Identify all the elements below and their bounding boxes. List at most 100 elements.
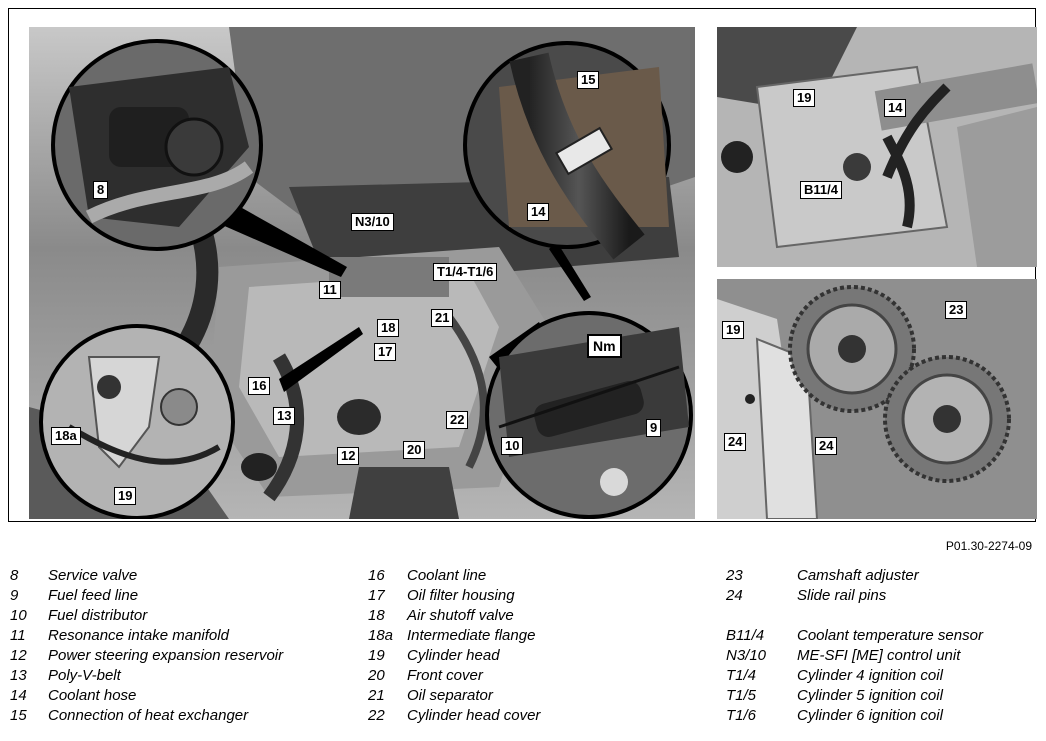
- legend-number: 22: [368, 707, 385, 724]
- legend-column-2: 16 Coolant line 17 Oil filter housing 18 Ai…: [368, 566, 708, 726]
- coolant-sensor-illustration: [717, 27, 1037, 267]
- legend-number: 16: [368, 567, 385, 584]
- coolant-sensor-detail-photo: 19 14 B11/4: [717, 27, 1037, 267]
- legend-item: 9 Fuel feed line: [10, 586, 350, 606]
- callout-22: 22: [446, 411, 469, 429]
- legend-text: Resonance intake manifold: [48, 627, 229, 644]
- callout-14-tr: 14: [884, 99, 907, 117]
- legend-number: 24: [726, 587, 743, 604]
- callout-24-a: 24: [724, 433, 747, 451]
- zoom-service-valve: [51, 39, 263, 251]
- legend-item: 22 Cylinder head cover: [368, 706, 708, 726]
- zoom-intermediate-flange: [39, 324, 235, 519]
- legend-item: 18a Intermediate flange: [368, 626, 708, 646]
- callout-19-tr: 19: [793, 89, 816, 107]
- legend-text: Intermediate flange: [407, 627, 536, 644]
- legend-text: Connection of heat exchanger: [48, 707, 249, 724]
- callout-n3-10: N3/10: [351, 213, 394, 231]
- callout-20: 20: [403, 441, 426, 459]
- legend-item: 18 Air shutoff valve: [368, 606, 708, 626]
- legend-item: N3/10 ME-SFI [ME] control unit: [726, 646, 1036, 666]
- legend-number: 8: [10, 567, 19, 584]
- figure-code: P01.30-2274-09: [945, 539, 1032, 553]
- legend-text: Cylinder head cover: [407, 707, 541, 724]
- callout-19-main: 19: [114, 487, 137, 505]
- legend-number: 23: [726, 567, 743, 584]
- callout-18: 18: [377, 319, 400, 337]
- legend-number: 19: [368, 647, 385, 664]
- legend-number: B11/4: [726, 627, 765, 644]
- legend-item: 24 Slide rail pins: [726, 586, 1036, 606]
- legend-number: 13: [10, 667, 27, 684]
- legend-item: 11 Resonance intake manifold: [10, 626, 350, 646]
- legend-item: 19 Cylinder head: [368, 646, 708, 666]
- legend-item: 13 Poly-V-belt: [10, 666, 350, 686]
- legend-item: 23 Camshaft adjuster: [726, 566, 1036, 586]
- callout-18a: 18a: [51, 427, 81, 445]
- legend-text: Coolant hose: [48, 687, 137, 704]
- legend-item: 15 Connection of heat exchanger: [10, 706, 350, 726]
- callout-14-main: 14: [527, 203, 550, 221]
- callout-24-b: 24: [815, 437, 838, 455]
- callout-13: 13: [273, 407, 296, 425]
- legend-number: 18: [368, 607, 385, 624]
- zoom-fuel-distributor: [485, 311, 693, 519]
- legend-number: T1/4: [726, 667, 757, 684]
- callout-9: 9: [646, 419, 662, 437]
- callout-11: 11: [319, 281, 341, 299]
- legend-number: 18a: [368, 627, 394, 644]
- legend-item: 14 Coolant hose: [10, 686, 350, 706]
- legend-number: 15: [10, 707, 27, 724]
- legend-text: Oil separator: [407, 687, 493, 704]
- legend-text: Coolant temperature sensor: [797, 627, 983, 644]
- legend-text: Camshaft adjuster: [797, 567, 919, 584]
- legend-text: Coolant line: [407, 567, 487, 584]
- callout-10: 10: [501, 437, 524, 455]
- callout-19-br: 19: [722, 321, 745, 339]
- legend-number: T1/6: [726, 707, 757, 724]
- legend-number: 9: [10, 587, 19, 604]
- legend-spacer: [726, 606, 1036, 626]
- legend-text: Front cover: [407, 667, 483, 684]
- engine-bay-illustration: [29, 27, 695, 519]
- zoom-heat-exchanger: [463, 41, 671, 260]
- legend-text: Cylinder 4 ignition coil: [797, 667, 943, 684]
- legend-text: Cylinder head: [407, 647, 500, 664]
- figure-frame: 8 15 14 N3/10 T1/4-T1/6 11 21 18 17 16 1…: [8, 8, 1037, 522]
- legend-text: Oil filter housing: [407, 587, 515, 604]
- legend-number: N3/10: [726, 647, 767, 664]
- legend-text: ME-SFI [ME] control unit: [797, 647, 961, 664]
- legend-item: B11/4 Coolant temperature sensor: [726, 626, 1036, 646]
- legend-number: T1/5: [726, 687, 757, 704]
- callout-23: 23: [945, 301, 968, 319]
- legend-text: Poly-V-belt: [48, 667, 121, 684]
- legend-item: 8 Service valve: [10, 566, 350, 586]
- legend-number: 11: [10, 627, 26, 644]
- callout-21: 21: [431, 309, 454, 327]
- legend-number: 20: [368, 667, 385, 684]
- engine-bay-photo: 8 15 14 N3/10 T1/4-T1/6 11 21 18 17 16 1…: [29, 27, 695, 519]
- callout-12: 12: [337, 447, 360, 465]
- callout-16: 16: [248, 377, 271, 395]
- callout-17: 17: [374, 343, 397, 361]
- legend-number: 17: [368, 587, 385, 604]
- callout-b11-4: B11/4: [800, 181, 842, 199]
- legend-item: T1/4 Cylinder 4 ignition coil: [726, 666, 1036, 686]
- legend-text: Service valve: [48, 567, 138, 584]
- callout-15: 15: [577, 71, 600, 89]
- legend-column-3: 23 Camshaft adjuster 24 Slide rail pins B1…: [726, 566, 1036, 726]
- legend-text: Power steering expansion reservoir: [48, 647, 284, 664]
- legend-text: Air shutoff valve: [407, 607, 514, 624]
- legend-number: 14: [10, 687, 27, 704]
- legend-number: 10: [10, 607, 27, 624]
- legend-text: Slide rail pins: [797, 587, 887, 604]
- legend-text: Fuel feed line: [48, 587, 139, 604]
- legend-item: 17 Oil filter housing: [368, 586, 708, 606]
- callout-8: 8: [93, 181, 109, 199]
